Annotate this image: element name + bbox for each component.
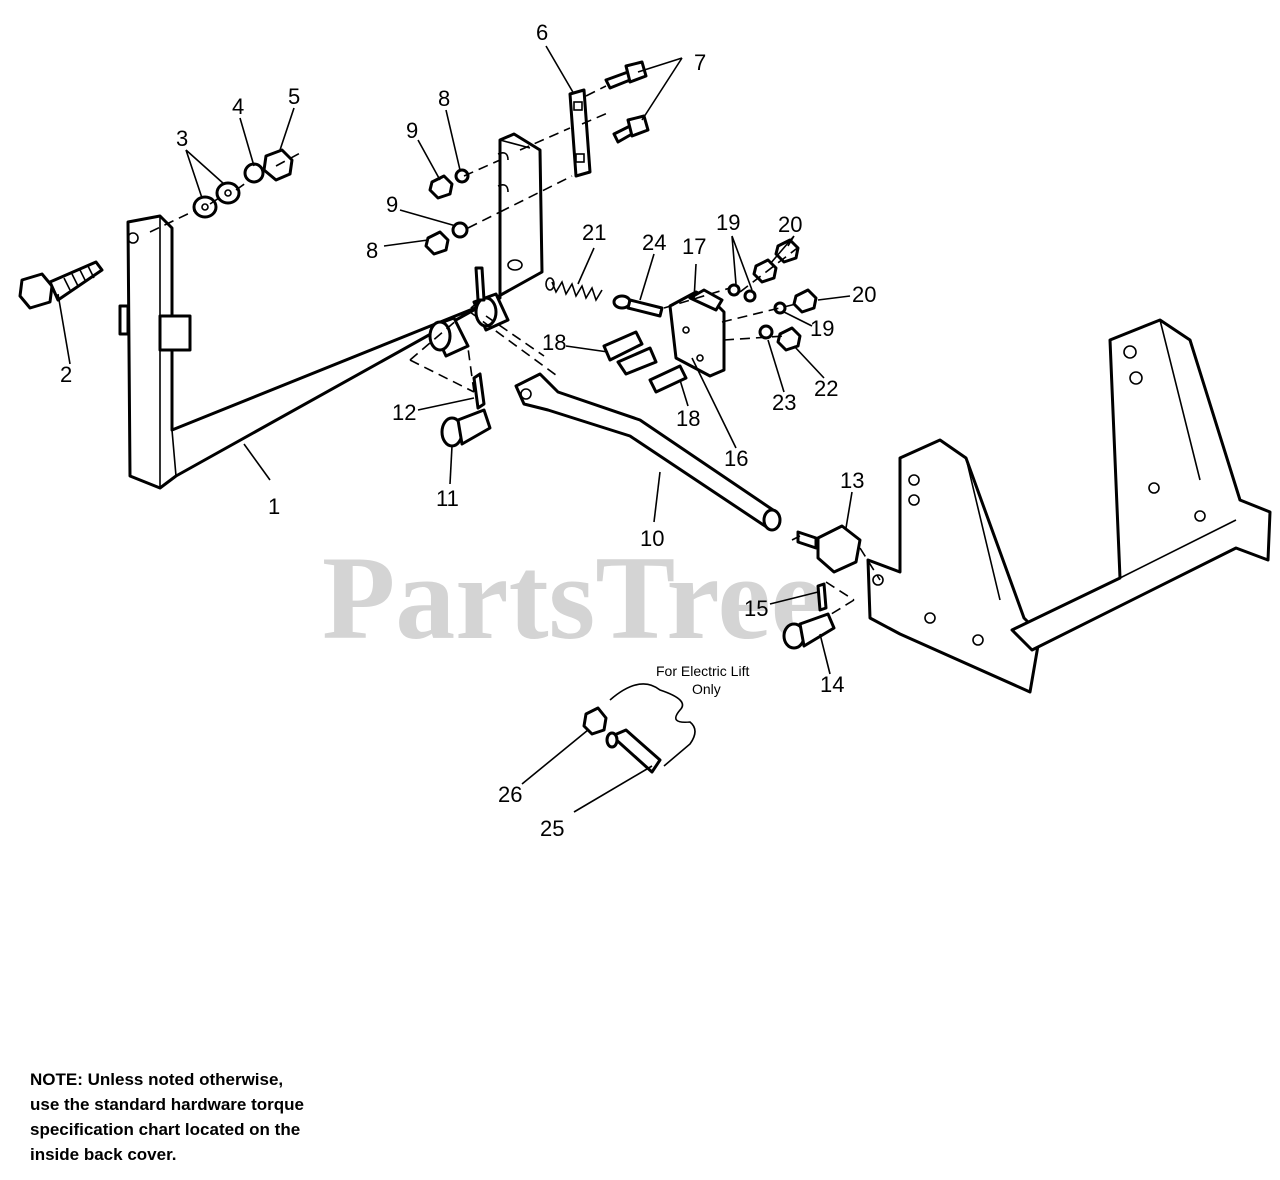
callout-19-lower: 19 bbox=[810, 316, 834, 341]
part-13-clevis bbox=[796, 524, 862, 574]
electric-lift-label-line1: For Electric Lift bbox=[656, 663, 749, 679]
part-21-spring bbox=[545, 277, 603, 302]
parts-19-20-22-23-nuts bbox=[727, 238, 818, 352]
part-24-bolt bbox=[612, 294, 664, 318]
callout-9-lower: 9 bbox=[386, 192, 398, 217]
callout-13: 13 bbox=[840, 468, 864, 493]
callout-7: 7 bbox=[694, 50, 706, 75]
callout-1: 1 bbox=[268, 494, 280, 519]
callout-10: 10 bbox=[640, 526, 664, 551]
part-18-bolts bbox=[602, 330, 688, 394]
callout-3: 3 bbox=[176, 126, 188, 151]
callout-22: 22 bbox=[814, 376, 838, 401]
callout-9-upper: 9 bbox=[406, 118, 418, 143]
callout-18-upper: 18 bbox=[542, 330, 566, 355]
callout-20-right: 20 bbox=[852, 282, 876, 307]
watermark-text: PartsTree bbox=[322, 531, 824, 664]
alignment-lines bbox=[149, 85, 881, 617]
frame-bushings bbox=[428, 292, 510, 358]
parts-3-4-5-hardware bbox=[192, 148, 294, 219]
callout-18-lower: 18 bbox=[676, 406, 700, 431]
torque-note: NOTE: Unless noted otherwise, use the st… bbox=[30, 1070, 304, 1164]
callout-4: 4 bbox=[232, 94, 244, 119]
part-10-lift-link bbox=[514, 372, 782, 532]
callout-15: 15 bbox=[744, 596, 768, 621]
callout-8-lower: 8 bbox=[366, 238, 378, 263]
callout-5: 5 bbox=[288, 84, 300, 109]
front-mounting-bracket bbox=[866, 318, 1272, 694]
part-7-bolts bbox=[604, 60, 650, 144]
part-1-lift-frame bbox=[118, 132, 544, 490]
parts-11-12-pin bbox=[440, 266, 492, 448]
electric-lift-label-line2: Only bbox=[692, 681, 721, 697]
parts-16-17-plate bbox=[668, 288, 726, 378]
callout-24: 24 bbox=[642, 230, 666, 255]
callout-21: 21 bbox=[582, 220, 606, 245]
callout-labels: 1 2 3 4 5 6 7 8 8 9 9 10 11 12 13 14 15 … bbox=[60, 20, 876, 841]
parts-14-15-pin bbox=[782, 582, 836, 650]
callout-8-upper: 8 bbox=[438, 86, 450, 111]
leader-lines bbox=[57, 45, 853, 813]
callout-11: 11 bbox=[436, 486, 459, 511]
callout-19-upper: 19 bbox=[716, 210, 740, 235]
callout-6: 6 bbox=[536, 20, 548, 45]
parts-25-26-electric-lift bbox=[582, 683, 696, 774]
callout-23: 23 bbox=[772, 390, 796, 415]
part-6-bracket bbox=[568, 88, 592, 178]
callout-12: 12 bbox=[392, 400, 416, 425]
callout-16: 16 bbox=[724, 446, 748, 471]
callout-14: 14 bbox=[820, 672, 844, 697]
callout-25: 25 bbox=[540, 816, 564, 841]
parts-8-9-nuts bbox=[424, 168, 470, 256]
callout-26: 26 bbox=[498, 782, 522, 807]
callout-17: 17 bbox=[682, 234, 706, 259]
callout-2: 2 bbox=[60, 362, 72, 387]
callout-20-upper: 20 bbox=[778, 212, 802, 237]
part-2-bolt bbox=[18, 260, 104, 310]
